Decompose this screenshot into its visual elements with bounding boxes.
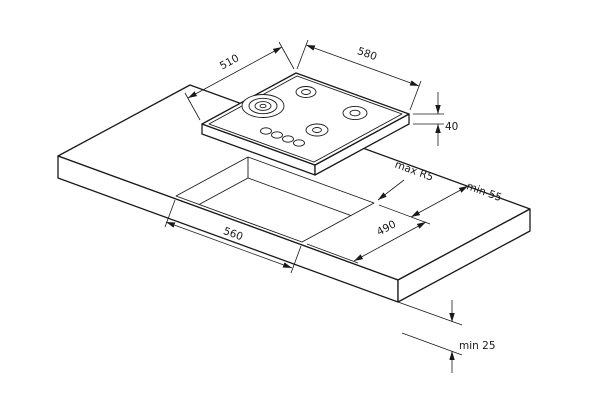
- dimension-line: [353, 221, 427, 262]
- wok-burner: [241, 94, 285, 118]
- knob: [271, 131, 283, 139]
- cutout-inner-walls: [176, 157, 374, 225]
- control-knobs: [260, 127, 305, 147]
- burner-cap: [301, 89, 311, 95]
- right-burner: [342, 105, 368, 121]
- hob-depth-label: 510: [218, 52, 241, 72]
- hob-rim: [208, 75, 403, 163]
- front-burner: [305, 123, 329, 137]
- worktop-front-right-face: [397, 208, 531, 303]
- burner-cap: [349, 109, 361, 117]
- cutout-opening: [175, 156, 375, 243]
- knob: [293, 139, 305, 147]
- extension-line: [296, 39, 309, 70]
- extension-line: [409, 80, 422, 111]
- bottom-clearance-label: min 25: [459, 340, 496, 352]
- dimension-hob-width: 580: [296, 39, 422, 111]
- dimension-line: [410, 185, 469, 218]
- leader-line: [377, 179, 405, 201]
- dimension-line: [165, 221, 293, 269]
- dimension-line: [305, 44, 420, 87]
- dimension-hob-height: 40: [413, 92, 458, 146]
- burner-cap: [259, 103, 267, 109]
- dimension-line: [187, 46, 283, 99]
- dimension-bottom-clearance: min 25: [397, 300, 496, 373]
- cutout-bottom-edge: [176, 177, 374, 225]
- extension-line: [378, 204, 431, 225]
- knob: [282, 135, 294, 143]
- knob: [260, 127, 272, 135]
- shelf-reference-line: [401, 332, 463, 356]
- rear-small-burner: [295, 86, 317, 98]
- extension-line: [290, 245, 302, 274]
- burner-cap: [312, 127, 322, 133]
- worktop-cutout: [175, 156, 375, 243]
- hob-width-label: 580: [356, 45, 379, 63]
- extension-line: [306, 243, 359, 264]
- hob-height-label: 40: [445, 121, 458, 133]
- extension-line: [184, 92, 201, 121]
- extension-line: [278, 41, 295, 70]
